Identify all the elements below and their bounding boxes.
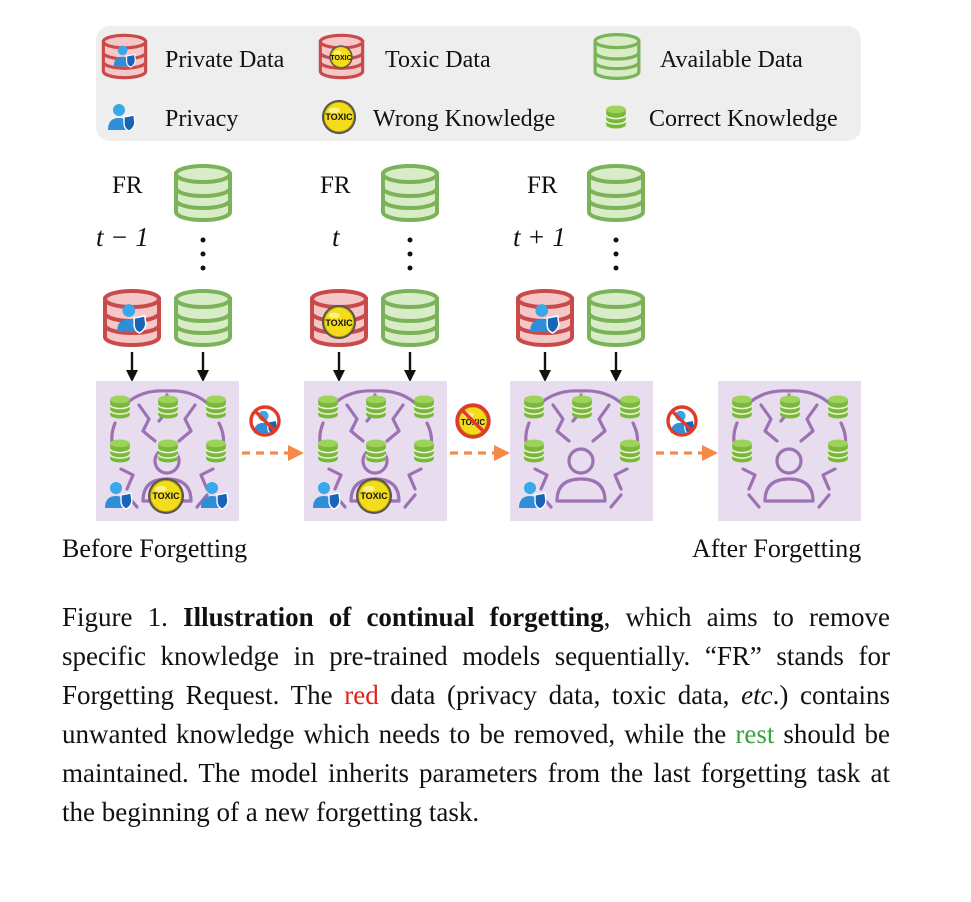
correct-knowledge-icon [779,395,801,419]
no-privacy-icon [249,405,281,437]
fr-label: FR [112,172,143,199]
available-data-icon [383,166,437,220]
toxic-badge-text: TOXIC [360,491,388,501]
fr-time-label: t [332,222,341,252]
caption-bold-title: Illustration of continual forgetting [183,602,604,632]
ellipsis-dots [407,237,413,271]
caption-italic: etc [741,680,773,710]
after-forgetting-label: After Forgetting [692,534,861,563]
fr-label: FR [527,172,558,199]
legend-background [96,26,861,141]
fr-time-label: t + 1 [513,222,566,252]
correct-knowledge-icon [619,395,641,419]
legend-correct-knowledge: Correct Knowledge [605,105,838,132]
correct-knowledge-icon [365,439,387,463]
correct-knowledge-icon [317,439,339,463]
available-data-icon [176,291,230,345]
transition-forget-privacy-1 [242,405,304,461]
correct-knowledge-icon [205,395,227,419]
caption-text-3: .) contains unwanted knowledge which nee… [62,680,890,749]
available-data-icon [383,291,437,345]
correct-knowledge-icon [731,439,753,463]
correct-knowledge-icon [827,395,849,419]
correct-knowledge-icon [523,395,545,419]
legend-available-data: Available Data [593,33,803,80]
ellipsis-dots [613,237,619,271]
legend-privacy-label: Privacy [165,106,238,132]
caption-text-1: , which aims to remove specific knowledg… [62,602,890,710]
correct-knowledge-icon [731,395,753,419]
forgetting-request-t-plus-1: FR t + 1 [513,166,643,382]
transition-forget-privacy-2 [656,405,718,461]
correct-knowledge-icon [109,439,131,463]
correct-knowledge-icon [413,395,435,419]
available-data-icon [593,33,641,80]
correct-knowledge-icon [605,105,627,129]
correct-knowledge-icon [413,439,435,463]
model-after-task-t-minus-1: TOXIC [304,381,447,521]
legend-available-data-label: Available Data [660,47,803,73]
correct-knowledge-icon [317,395,339,419]
caption-text-4: should be maintained. The model inherits… [62,719,890,827]
correct-knowledge-icon [205,439,227,463]
model-after-task-t [510,381,653,521]
legend-privacy: Privacy [107,103,238,132]
correct-knowledge-icon [157,439,179,463]
available-data-icon [589,166,643,220]
caption-prefix: Figure 1. [62,602,184,632]
private-data-icon [518,291,572,345]
correct-knowledge-icon [157,395,179,419]
correct-knowledge-icon [109,395,131,419]
caption-text-2: data (privacy data, toxic data, [378,680,742,710]
correct-knowledge-icon [523,439,545,463]
fr-time-label: t − 1 [96,222,149,252]
legend: Private Data TOXIC Toxic Data Available … [96,26,861,141]
model-after-forgetting [718,381,861,521]
correct-knowledge-icon [619,439,641,463]
caption-red-word: red [344,680,379,710]
fr-label: FR [320,172,351,199]
private-data-icon [101,33,148,80]
legend-toxic-data-label: Toxic Data [385,47,491,73]
legend-private-data: Private Data [101,33,285,80]
no-toxic-icon: TOXIC [455,403,491,439]
before-forgetting-label: Before Forgetting [62,534,247,563]
correct-knowledge-icon [827,439,849,463]
available-data-icon [176,166,230,220]
caption-green-word: rest [735,719,775,749]
transition-forget-toxic: TOXIC [450,403,510,461]
available-data-icon [589,291,643,345]
legend-wrong-knowledge: TOXIC Wrong Knowledge [321,99,555,135]
correct-knowledge-icon [571,395,593,419]
toxic-badge-text: TOXIC [325,318,353,328]
forgetting-request-t-minus-1: FR t − 1 [96,166,230,382]
model-before-forgetting: TOXIC [96,381,239,521]
private-data-icon [105,291,159,345]
forgetting-request-t: FR t TOXIC [312,166,437,382]
legend-toxic-data: TOXIC Toxic Data [318,33,491,80]
legend-private-data-label: Private Data [165,47,285,73]
figure-caption: Figure 1. Illustration of continual forg… [62,598,890,832]
legend-wrong-knowledge-label: Wrong Knowledge [373,106,555,132]
ellipsis-dots [200,237,206,271]
toxic-badge-text: TOXIC [152,491,180,501]
no-privacy-icon [666,405,698,437]
toxic-badge-text: TOXIC [330,55,351,62]
correct-knowledge-icon [365,395,387,419]
legend-correct-knowledge-label: Correct Knowledge [649,106,838,132]
toxic-badge-text: TOXIC [325,112,353,122]
